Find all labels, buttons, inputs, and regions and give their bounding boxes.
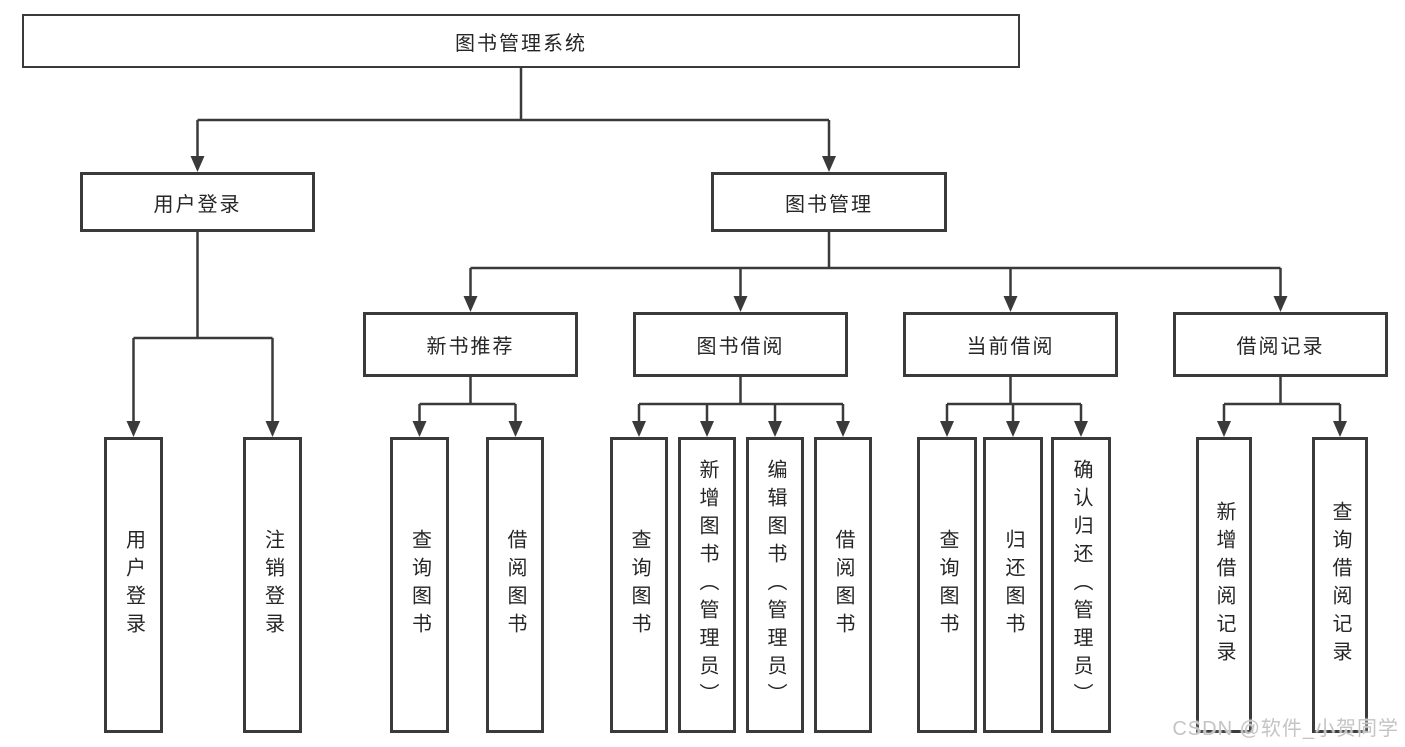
node-label: 新增图书（管理员） bbox=[696, 459, 718, 711]
node-label: 图书借阅 bbox=[696, 336, 785, 358]
node-current-borrow: 当前借阅 bbox=[903, 312, 1118, 377]
node-book-management: 图书管理 bbox=[711, 172, 947, 232]
node-label: 新增借阅记录 bbox=[1213, 501, 1235, 669]
node-label: 注销登录 bbox=[261, 529, 284, 641]
leaf-confirm-return-admin: 确认归还（管理员） bbox=[1051, 437, 1111, 733]
node-label: 查询图书 bbox=[628, 529, 650, 641]
node-label: 确认归还（管理员） bbox=[1070, 459, 1092, 711]
node-label: 查询借阅记录 bbox=[1329, 501, 1351, 669]
leaf-query-books: 查询图书 bbox=[917, 437, 977, 733]
node-label: 编辑图书（管理员） bbox=[764, 459, 786, 711]
node-label: 查询图书 bbox=[408, 529, 431, 641]
leaf-borrow-books: 借阅图书 bbox=[486, 437, 544, 733]
node-new-book-recommend: 新书推荐 bbox=[363, 312, 578, 377]
leaf-add-borrow-record: 新增借阅记录 bbox=[1196, 437, 1252, 733]
node-label: 当前借阅 bbox=[966, 336, 1055, 358]
leaf-borrow-books: 借阅图书 bbox=[814, 437, 872, 733]
node-label: 借阅图书 bbox=[504, 529, 526, 641]
node-borrow-record: 借阅记录 bbox=[1173, 312, 1388, 377]
leaf-edit-books-admin: 编辑图书（管理员） bbox=[746, 437, 804, 733]
leaf-return-books: 归还图书 bbox=[983, 437, 1043, 733]
connector-shafts bbox=[132, 68, 1342, 423]
node-label: 图书管理系统 bbox=[455, 32, 587, 55]
node-root-system: 图书管理系统 bbox=[22, 14, 1020, 68]
node-label: 用户登录 bbox=[122, 529, 145, 641]
leaf-query-borrow-record: 查询借阅记录 bbox=[1312, 437, 1368, 733]
node-label: 图书管理 bbox=[785, 193, 873, 216]
leaf-user-login: 用户登录 bbox=[104, 437, 163, 733]
node-book-borrow: 图书借阅 bbox=[633, 312, 848, 377]
node-user-login: 用户登录 bbox=[80, 172, 315, 232]
node-label: 用户登录 bbox=[153, 193, 242, 216]
leaf-logout: 注销登录 bbox=[243, 437, 302, 733]
arrowhead-icons bbox=[126, 156, 1347, 437]
node-label: 归还图书 bbox=[1002, 529, 1024, 641]
node-label: 查询图书 bbox=[936, 529, 958, 641]
leaf-add-books-admin: 新增图书（管理员） bbox=[678, 437, 736, 733]
leaf-query-books: 查询图书 bbox=[390, 437, 449, 733]
node-label: 新书推荐 bbox=[426, 336, 515, 358]
node-label: 借阅记录 bbox=[1236, 336, 1325, 358]
watermark: CSDN @软件_小贺同学 bbox=[1172, 718, 1399, 740]
leaf-query-books: 查询图书 bbox=[610, 437, 668, 733]
node-label: 借阅图书 bbox=[832, 529, 854, 641]
